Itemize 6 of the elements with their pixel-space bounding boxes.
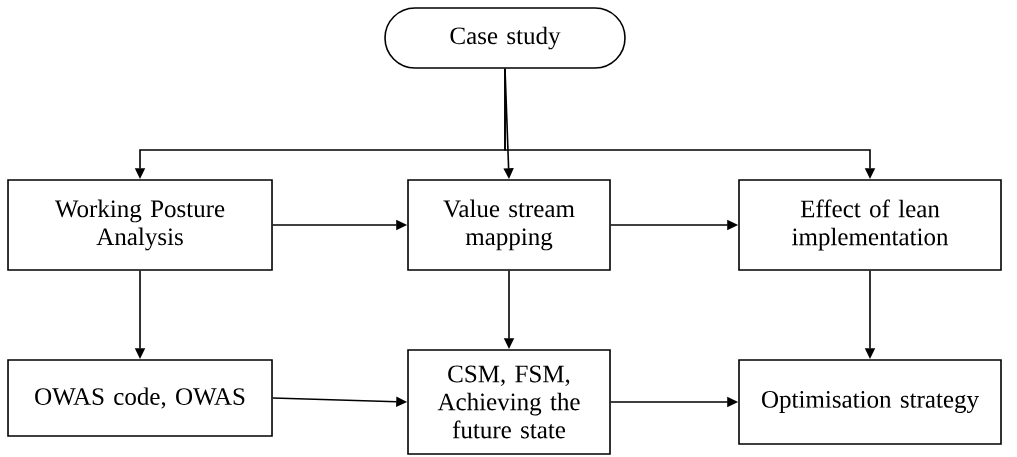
process-box: OWAS code, OWAS bbox=[7, 359, 273, 437]
process-box: Optimisation strategy bbox=[738, 359, 1002, 445]
process-box: Value stream mapping bbox=[407, 179, 611, 271]
process-box: CSM, FSM, Achieving the future state bbox=[407, 349, 611, 455]
process-box: Effect of lean implementation bbox=[738, 179, 1002, 271]
process-box: Working Posture Analysis bbox=[7, 179, 273, 271]
